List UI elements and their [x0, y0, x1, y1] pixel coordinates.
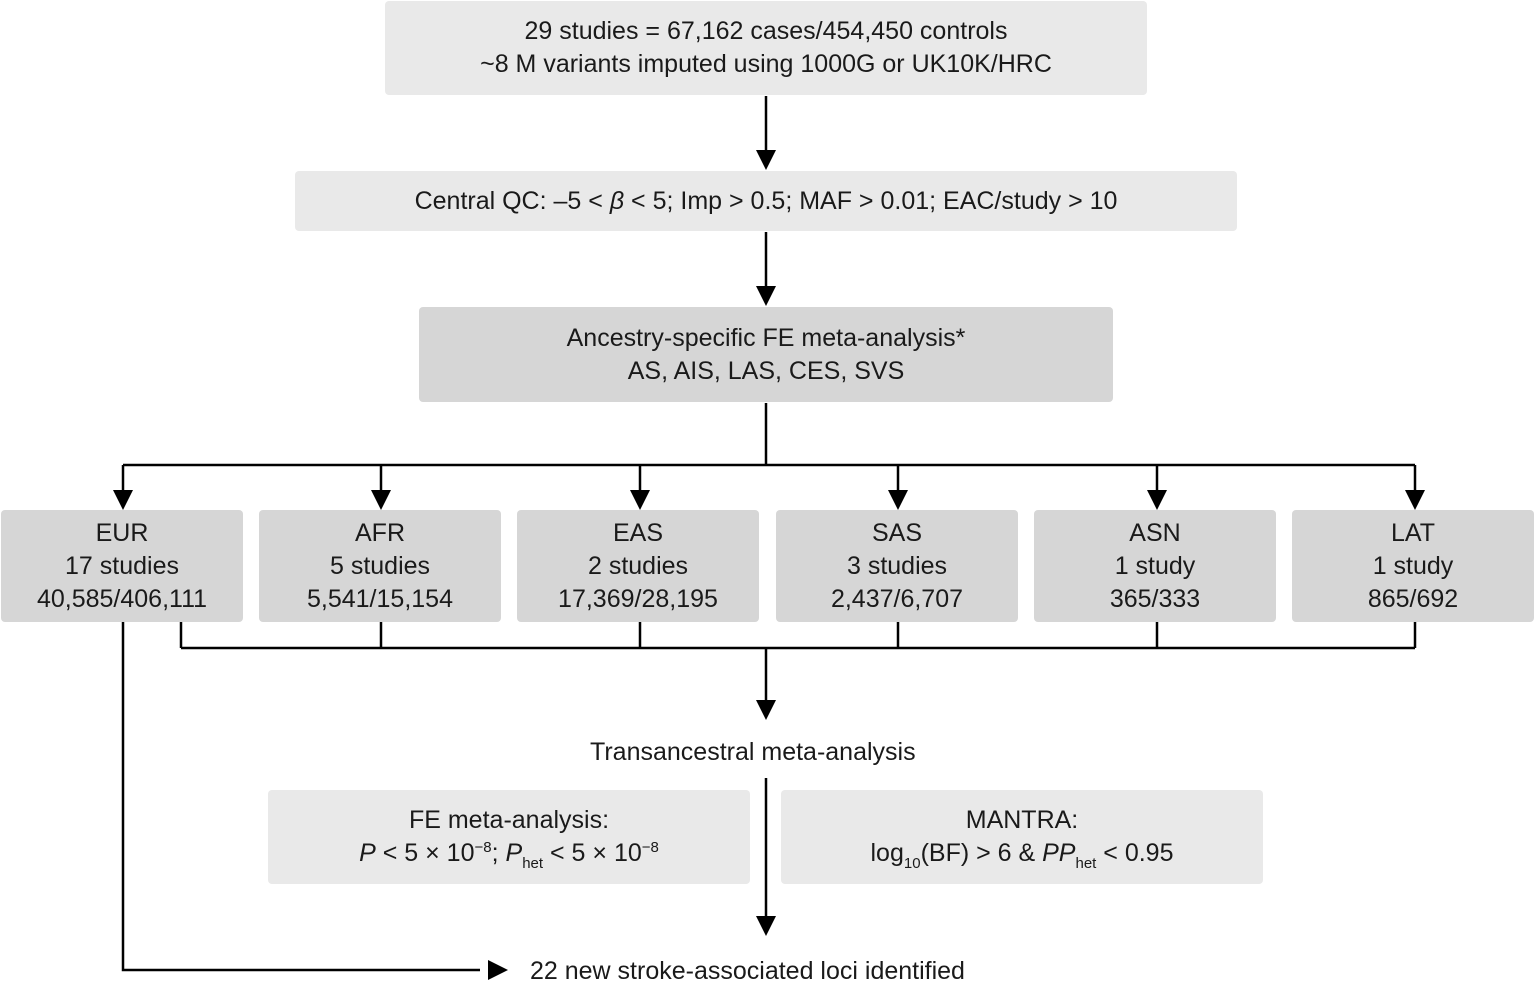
ancestry-meta-analysis-box: Ancestry-specific FE meta-analysis* AS, … — [419, 307, 1113, 402]
drop-arrowhead-3 — [888, 490, 908, 510]
group-counts: 17,369/28,195 — [558, 584, 718, 613]
drop-arrowhead-1 — [371, 490, 391, 510]
studies-summary: 29 studies = 67,162 cases/454,450 contro… — [524, 17, 1008, 45]
fe-meta-analysis-box: FE meta-analysis: P < 5 × 10−8; Phet < 5… — [268, 790, 750, 884]
group-counts: 365/333 — [1109, 584, 1201, 613]
arrowhead-result — [756, 916, 776, 936]
result-label: 22 new stroke-associated loci identified — [530, 957, 965, 985]
mantra-title: MANTRA: — [965, 806, 1079, 834]
transancestral-label: Transancestral meta-analysis — [590, 738, 916, 766]
group-box-afr: AFR 5 studies 5,541/15,154 — [259, 510, 501, 622]
group-counts: 5,541/15,154 — [307, 584, 453, 613]
beta-symbol: β — [609, 186, 625, 215]
arrowhead-eur-bypass — [488, 960, 508, 980]
drop-arrowhead-0 — [113, 490, 133, 510]
arrowhead-transancestral — [756, 700, 776, 720]
group-name: ASN — [1129, 518, 1181, 547]
group-studies: 17 studies — [65, 551, 179, 580]
mantra-box: MANTRA: log10(BF) > 6 & PPhet < 0.95 — [781, 790, 1263, 884]
arrowhead-qc — [756, 150, 776, 170]
fe-title: FE meta-analysis: — [408, 806, 610, 834]
fe-thresholds: P < 5 × 10−8; Phet < 5 × 10−8 — [359, 839, 659, 872]
group-box-eas: EAS 2 studies 17,369/28,195 — [517, 510, 759, 622]
eur-bypass-line — [121, 622, 480, 972]
group-counts: 40,585/406,111 — [36, 584, 208, 613]
group-name: LAT — [1391, 518, 1435, 547]
group-name: EAS — [612, 518, 664, 547]
drop-arrowhead-2 — [630, 490, 650, 510]
imputation-summary: ~8 M variants imputed using 1000G or UK1… — [480, 50, 1052, 78]
group-box-eur: EUR 17 studies 40,585/406,111 — [1, 510, 243, 622]
group-counts: 2,437/6,707 — [830, 584, 964, 613]
group-counts: 865/692 — [1367, 584, 1459, 613]
group-studies: 2 studies — [587, 551, 689, 580]
drop-arrowhead-5 — [1405, 490, 1425, 510]
group-box-asn: ASN 1 study 365/333 — [1034, 510, 1276, 622]
central-qc-text: Central QC: –5 < β < 5; Imp > 0.5; MAF >… — [414, 186, 1118, 215]
ancestry-meta-analysis-title: Ancestry-specific FE meta-analysis* — [566, 323, 966, 352]
group-studies: 3 studies — [846, 551, 948, 580]
group-box-lat: LAT 1 study 865/692 — [1292, 510, 1534, 622]
input-studies-box: 29 studies = 67,162 cases/454,450 contro… — [385, 1, 1147, 95]
stroke-subtypes: AS, AIS, LAS, CES, SVS — [627, 356, 905, 385]
group-name: SAS — [871, 518, 923, 547]
group-studies: 5 studies — [329, 551, 431, 580]
arrowhead-ancestry — [756, 286, 776, 306]
group-name: AFR — [355, 518, 405, 547]
mantra-thresholds: log10(BF) > 6 & PPhet < 0.95 — [870, 839, 1174, 872]
group-name: EUR — [95, 518, 149, 547]
drop-arrowhead-4 — [1147, 490, 1167, 510]
central-qc-box: Central QC: –5 < β < 5; Imp > 0.5; MAF >… — [295, 171, 1237, 231]
group-studies: 1 study — [1372, 551, 1454, 580]
group-box-sas: SAS 3 studies 2,437/6,707 — [776, 510, 1018, 622]
group-studies: 1 study — [1114, 551, 1196, 580]
